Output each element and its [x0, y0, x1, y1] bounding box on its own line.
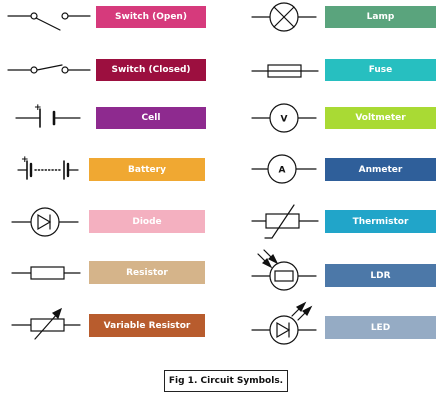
label-switch-open: Switch (Open): [96, 6, 206, 28]
voltmeter-glyph: V: [281, 115, 288, 125]
switch-open-symbol: [7, 12, 91, 31]
diode-symbol: [11, 207, 79, 237]
label-switch-closed: Switch (Closed): [96, 59, 206, 81]
cell-plus-sign: +: [34, 103, 42, 113]
lamp-symbol: [251, 2, 317, 32]
variable-resistor-symbol: [11, 307, 81, 340]
label-led: LED: [325, 316, 436, 339]
label-cell: Cell: [96, 107, 206, 129]
ldr-symbol: [251, 249, 317, 291]
battery-symbol: +: [17, 155, 79, 180]
switch-closed-symbol: [7, 64, 91, 74]
label-variable-resistor: Variable Resistor: [89, 314, 205, 337]
label-fuse: Fuse: [325, 59, 436, 81]
label-resistor: Resistor: [89, 261, 205, 284]
label-ldr: LDR: [325, 264, 436, 287]
cell-symbol: +: [15, 103, 81, 128]
label-voltmeter: Voltmeter: [325, 107, 436, 129]
ammeter-glyph: A: [279, 166, 286, 176]
label-battery: Battery: [89, 158, 205, 181]
label-lamp: Lamp: [325, 6, 436, 28]
voltmeter-symbol: V: [251, 103, 317, 133]
led-symbol: [251, 301, 317, 345]
fuse-symbol: [251, 64, 319, 78]
label-diode: Diode: [89, 210, 205, 233]
label-ammeter: Anmeter: [325, 158, 436, 181]
battery-plus-sign: +: [21, 155, 29, 165]
thermistor-symbol: [251, 204, 319, 239]
resistor-symbol: [11, 266, 81, 280]
label-thermistor: Thermistor: [325, 210, 436, 233]
figure-caption: Fig 1. Circuit Symbols.: [164, 370, 288, 392]
ammeter-symbol: A: [251, 154, 317, 184]
